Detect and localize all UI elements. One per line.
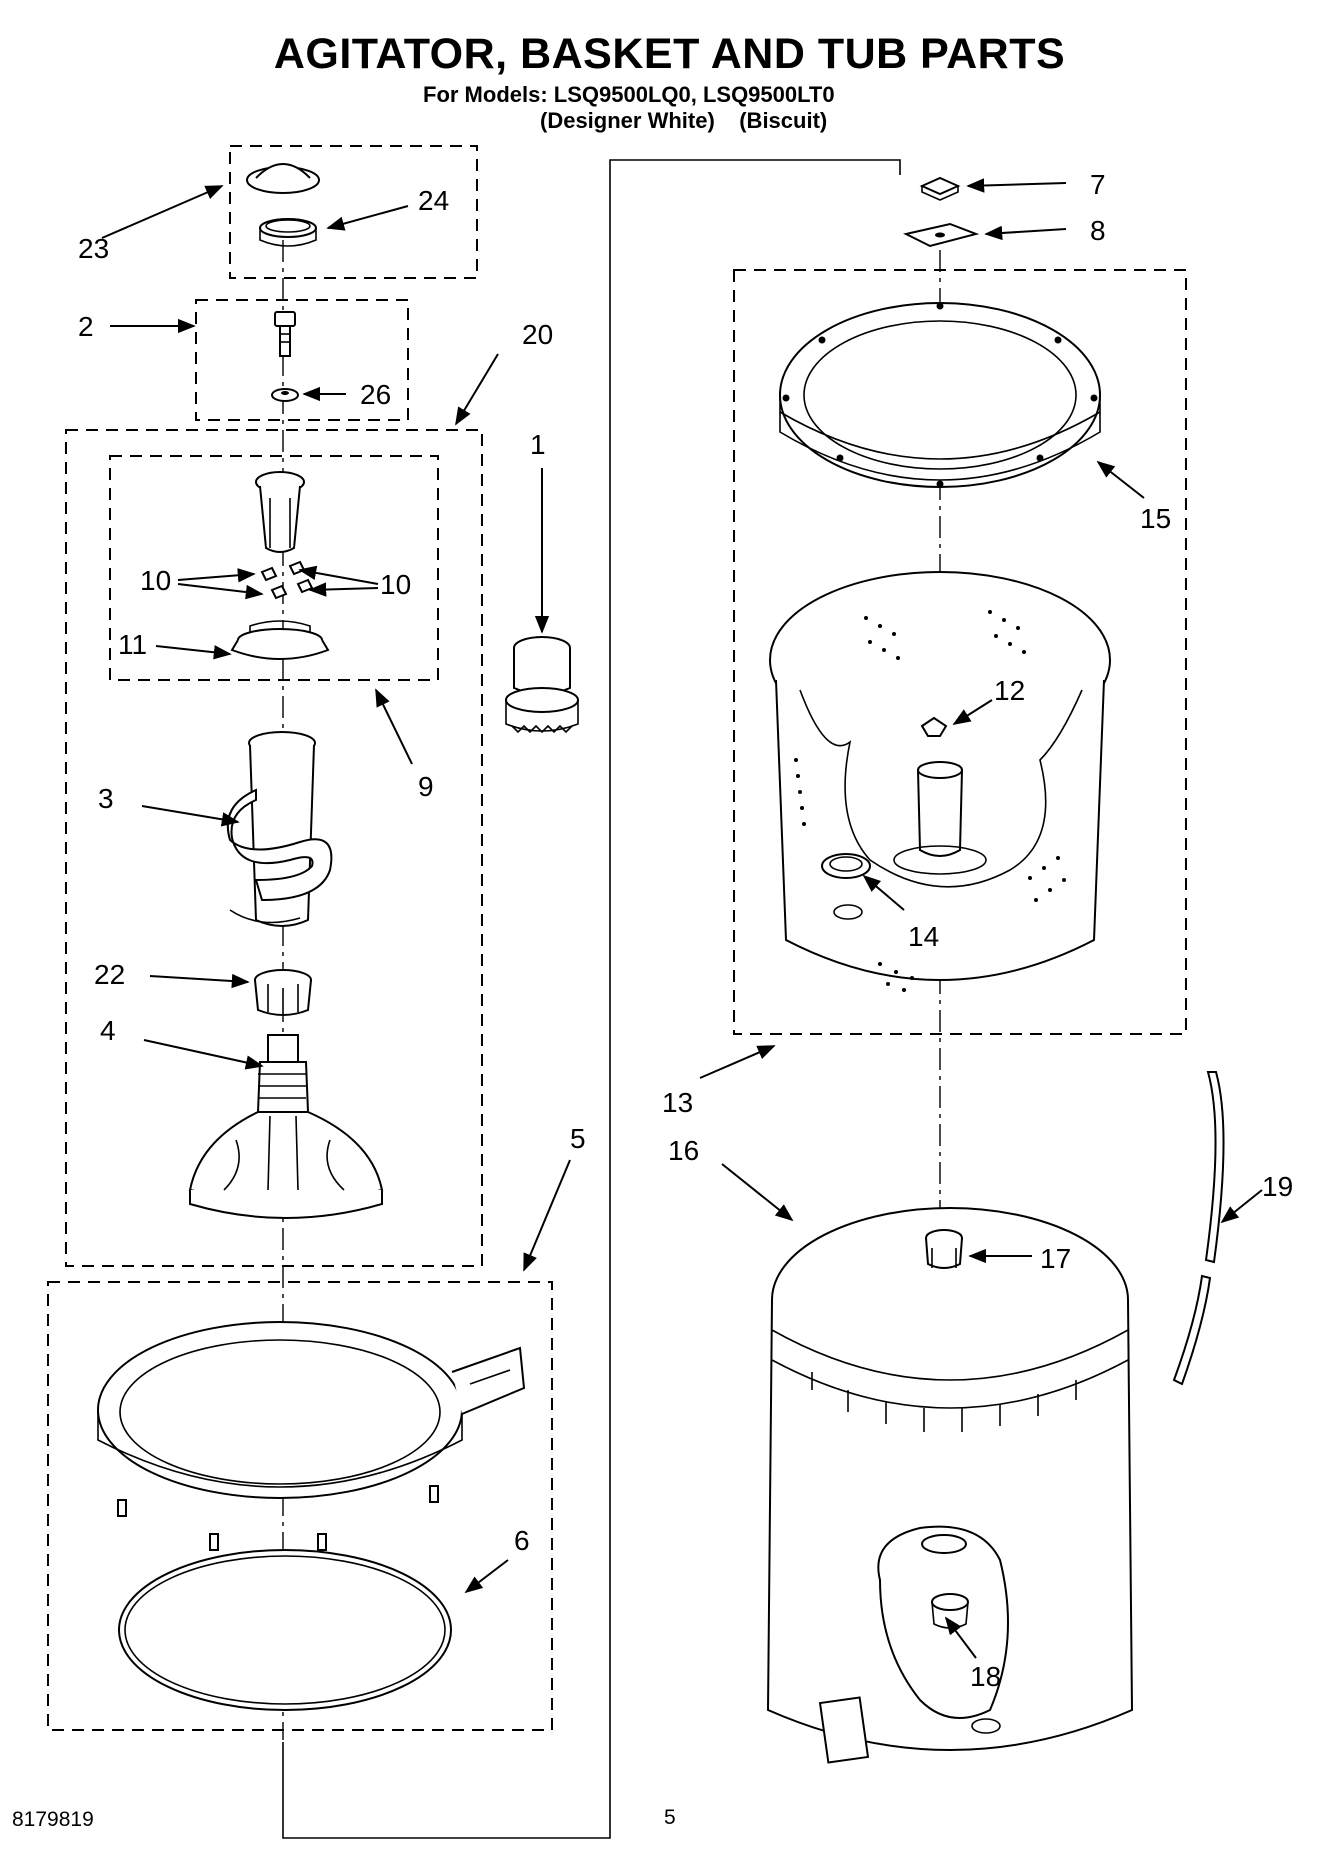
- cam-ring-part: [230, 620, 330, 660]
- callout-16: 16: [668, 1135, 699, 1166]
- group-box-basket: [733, 269, 1187, 1035]
- cap-seal-ring-part: [259, 218, 317, 247]
- callout-26: 26: [360, 379, 391, 410]
- callout-20: 20: [522, 319, 553, 350]
- tub-bearing-part: [925, 1229, 963, 1269]
- callout-17: 17: [1040, 1243, 1071, 1274]
- page-number: 5: [664, 1806, 676, 1829]
- callout-5: 5: [570, 1123, 586, 1154]
- page-title: AGITATOR, BASKET AND TUB PARTS: [273, 30, 1066, 78]
- callout-8: 8: [1090, 215, 1106, 246]
- callout-13: 13: [662, 1087, 693, 1118]
- tub-ring-part: [97, 1321, 526, 1551]
- group-box-dogs-kit: [109, 455, 439, 681]
- agitator-auger-part: [226, 731, 333, 927]
- spanner-nut-part: [919, 176, 961, 201]
- assembly-connector-line: [282, 159, 901, 1839]
- agitator-cam-part: [255, 471, 305, 553]
- bolt-washer-part: [271, 388, 299, 402]
- models-line: For Models: LSQ9500LQ0, LSQ9500LT0: [423, 82, 835, 107]
- agitator-base-part: [188, 1034, 384, 1219]
- agitator-cap-part: [246, 163, 320, 194]
- callout-15: 15: [1140, 503, 1171, 534]
- tub-ring-seal-part: [118, 1549, 452, 1711]
- callout-18: 18: [970, 1661, 1001, 1692]
- callout-10-left: 10: [140, 565, 171, 596]
- leader-lines: [101, 178, 1263, 1659]
- hose-part: [1172, 1071, 1225, 1386]
- spin-basket-part: [769, 571, 1111, 992]
- callout-22: 22: [94, 959, 125, 990]
- agitator-bolt-part: [274, 311, 296, 357]
- callout-3: 3: [98, 783, 114, 814]
- outer-tub-part: [766, 1207, 1134, 1764]
- callout-9: 9: [418, 771, 434, 802]
- callout-2: 2: [78, 311, 94, 342]
- drive-bell-part: [254, 969, 312, 1016]
- callout-12: 12: [994, 675, 1025, 706]
- callout-1: 1: [530, 429, 546, 460]
- agitator-dogs-part: [260, 560, 314, 600]
- callout-10-right: 10: [380, 569, 411, 600]
- callout-23: 23: [78, 233, 109, 264]
- callout-19: 19: [1262, 1171, 1293, 1202]
- callout-4: 4: [100, 1015, 116, 1046]
- color-variants-line: (Designer White) (Biscuit): [540, 108, 828, 133]
- spanner-plate-part: [903, 222, 980, 248]
- group-box-agitator-bolt: [195, 299, 409, 421]
- group-box-agitator-assembly: [65, 429, 483, 1267]
- group-box-tub-ring: [47, 1281, 553, 1731]
- balance-ring-part: [779, 302, 1101, 488]
- callout-11: 11: [118, 629, 147, 660]
- callout-7: 7: [1090, 169, 1106, 200]
- callout-14: 14: [908, 921, 939, 952]
- group-box-agitator-cap: [229, 145, 478, 279]
- document-number: 8179819: [12, 1808, 94, 1831]
- callout-6: 6: [514, 1525, 530, 1556]
- drive-seal-part: [505, 636, 579, 734]
- callout-24: 24: [418, 185, 449, 216]
